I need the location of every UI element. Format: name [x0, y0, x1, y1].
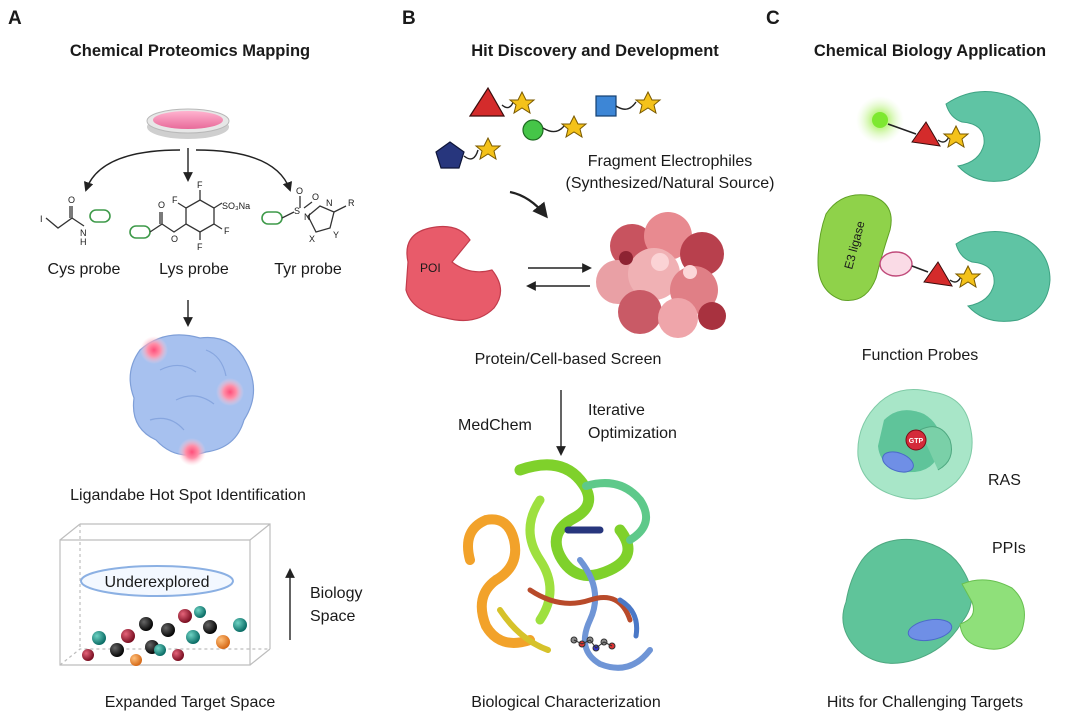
protac-linker	[911, 265, 929, 273]
biology-label: Biology	[310, 585, 362, 602]
tyr-r-group: R	[348, 198, 355, 208]
branch-arrows	[83, 148, 293, 192]
tyr-oxygen-2: O	[312, 192, 319, 202]
triangle-fragment-icon	[468, 86, 506, 117]
gtp-label: GTP	[909, 438, 924, 445]
panel-a-letter: A	[8, 8, 22, 29]
tyr-y-atom: Y	[333, 230, 339, 240]
protein-cluster	[596, 212, 726, 338]
space-label: Space	[310, 608, 355, 625]
tyr-nitrogen-2: N	[326, 198, 333, 208]
lys-oxygen-ester: O	[171, 234, 178, 244]
screen-caption: Protein/Cell-based Screen	[475, 351, 662, 368]
star-icon-2	[560, 114, 588, 139]
tyr-sulfur: S	[294, 206, 300, 216]
e3-binder-icon	[879, 251, 913, 277]
protein-hotspot-illustration	[129, 334, 255, 466]
hotspot-3	[178, 438, 206, 466]
cys-hydrogen: H	[80, 237, 87, 247]
square-fragment-icon	[595, 95, 617, 117]
star-icon-4	[474, 136, 502, 161]
e3-ligase-shape	[817, 194, 892, 302]
iterative-label: Iterative	[588, 402, 645, 419]
medchem-label: MedChem	[458, 417, 532, 434]
pentagon-fragment-icon	[435, 141, 465, 169]
cys-oxygen: O	[68, 195, 75, 205]
cys-probe-structure	[45, 206, 111, 229]
hotspot-1	[140, 336, 168, 364]
poi-label: POI	[420, 261, 441, 275]
tyr-oxygen-1: O	[296, 186, 303, 196]
ppi-complex	[842, 538, 1025, 664]
optimization-label: Optimization	[588, 425, 677, 442]
petri-dish-icon	[146, 108, 230, 139]
equilibrium-arrows	[526, 263, 592, 291]
fragment-electrophiles-label: Fragment Electrophiles	[588, 153, 753, 170]
protein-ribbon-structure	[463, 459, 653, 671]
panel-b: B Hit Discovery and Development Fragment…	[402, 8, 774, 711]
lys-probe-label: Lys probe	[159, 261, 229, 278]
target-space-box	[59, 523, 271, 666]
warhead-star-icon-2	[954, 264, 982, 289]
underexplored-label: Underexplored	[105, 574, 210, 591]
tyr-probe-structure	[261, 196, 347, 233]
hotspot-caption: Ligandabe Hot Spot Identification	[70, 487, 306, 504]
ppis-label: PPIs	[992, 540, 1026, 557]
cys-nitrogen: N	[80, 228, 87, 238]
tyr-nitrogen-1: N	[304, 212, 311, 222]
cys-probe-label: Cys probe	[48, 261, 121, 278]
warhead-triangle-icon-2	[923, 261, 953, 287]
panel-c-title: Chemical Biology Application	[814, 42, 1046, 60]
sulfonate-group: SO₃Na	[222, 201, 250, 211]
lys-oxygen-carbonyl: O	[158, 200, 165, 210]
target-protein-2	[955, 231, 1051, 322]
panel-a: A Chemical Proteomics Mapping I O N H	[8, 8, 362, 711]
fluorophore-core	[872, 112, 888, 128]
panel-a-bottom-caption: Expanded Target Space	[105, 694, 276, 711]
fragment-source-label: (Synthesized/Natural Source)	[566, 175, 775, 192]
gtp-ball-icon	[905, 429, 927, 451]
panel-b-title: Hit Discovery and Development	[471, 42, 719, 60]
panel-c: C Chemical Biology Application E3 ligase…	[766, 8, 1051, 711]
tyr-probe-label: Tyr probe	[274, 261, 342, 278]
function-probes-caption: Function Probes	[862, 347, 979, 364]
curved-arrow-b	[509, 190, 548, 219]
panel-c-bottom-caption: Hits for Challenging Targets	[827, 694, 1023, 711]
target-balls	[82, 606, 247, 666]
panel-b-letter: B	[402, 8, 416, 29]
iodo-atom: I	[40, 214, 43, 224]
ras-label: RAS	[988, 472, 1021, 489]
lys-fluorine-top: F	[197, 180, 203, 190]
circle-fragment-icon	[522, 119, 544, 141]
target-protein-1	[945, 91, 1041, 182]
lys-fluorine-bottom: F	[197, 242, 203, 252]
poi-protein	[405, 225, 502, 321]
hotspot-2	[216, 378, 244, 406]
lys-fluorine-left: F	[172, 195, 178, 205]
panel-a-title: Chemical Proteomics Mapping	[70, 42, 310, 60]
warhead-star-icon-1	[942, 124, 970, 149]
panel-c-letter: C	[766, 8, 780, 29]
ligand-molecule	[570, 636, 616, 652]
lys-fluorine-right: F	[224, 226, 230, 236]
star-icon-1	[508, 90, 536, 115]
warhead-triangle-icon-1	[911, 121, 941, 147]
panel-b-bottom-caption: Biological Characterization	[471, 694, 660, 711]
probe-linker-1	[887, 123, 917, 135]
underexplored-ellipse	[80, 565, 234, 597]
tyr-x-atom: X	[309, 234, 315, 244]
lys-probe-structure	[129, 190, 223, 240]
star-icon-3	[634, 90, 662, 115]
fragment-electrophiles	[435, 86, 662, 169]
